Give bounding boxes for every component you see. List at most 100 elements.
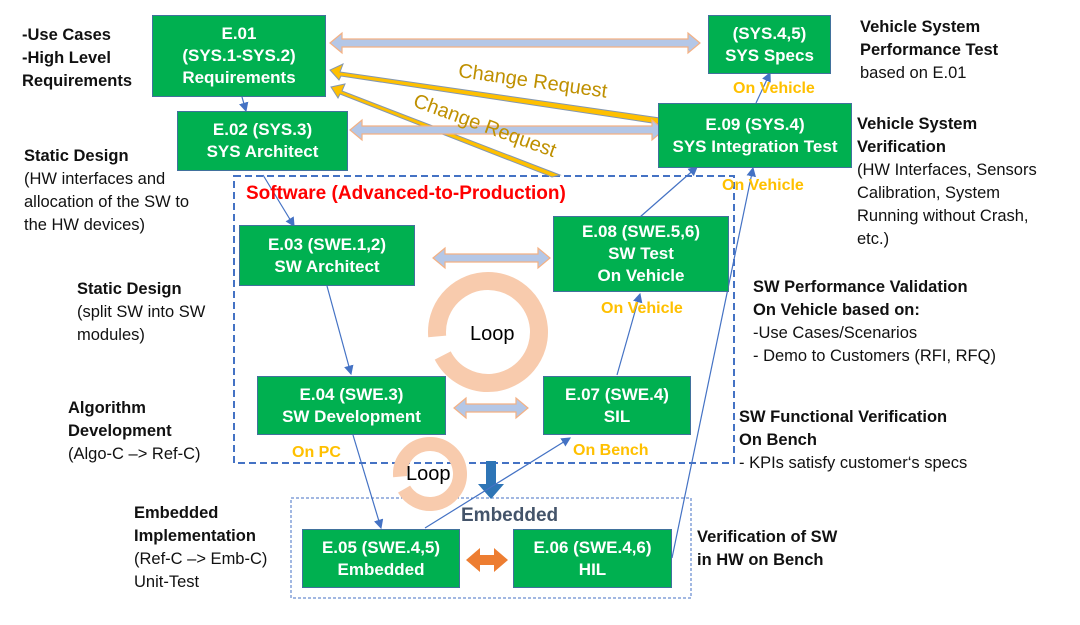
- flow-e06-e09: [671, 166, 756, 559]
- note-vehicle-perf-t2: Performance Test: [860, 41, 999, 59]
- note-static-design-sys-l2: allocation of the SW to: [24, 193, 190, 211]
- note-algorithm-t2: Development: [68, 422, 172, 440]
- tag-on-pc: On PC: [292, 444, 341, 461]
- change-request-arrow-2: [330, 83, 562, 178]
- note-embedded-impl-l2: Unit-Test: [134, 573, 200, 591]
- box-sys45-line1: (SYS.4,5): [732, 23, 807, 43]
- note-vehicle-verif-l2: Calibration, System: [857, 184, 1001, 202]
- note-vehicle-verif-l1: (HW Interfaces, Sensors: [857, 161, 1037, 179]
- box-e03-sw-architect[interactable]: E.03 (SWE.1,2) SW Architect: [239, 225, 415, 286]
- tag-on-bench: On Bench: [573, 442, 649, 459]
- box-e02-sys-architect[interactable]: E.02 (SYS.3) SYS Architect: [177, 111, 348, 171]
- note-use-cases-l2: -High Level: [22, 49, 111, 67]
- box-e05-line1: E.05 (SWE.4,5): [321, 537, 441, 557]
- flow-e01-e02: [239, 96, 249, 113]
- box-e01-line1: E.01: [221, 24, 257, 43]
- flow-e08-e09: [639, 166, 698, 218]
- note-sw-perf-t2: On Vehicle based on:: [753, 301, 920, 319]
- box-e07-line1: E.07 (SWE.4): [565, 384, 669, 404]
- note-sw-perf-l2: - Demo to Customers (RFI, RFQ): [753, 347, 996, 365]
- box-e09-line1: E.09 (SYS.4): [705, 114, 805, 134]
- box-e08-line2: SW Test: [608, 244, 674, 263]
- double-arrow-e05-e06: [466, 548, 508, 572]
- note-vehicle-verif-t1: Vehicle System: [857, 115, 978, 133]
- note-static-design-sys: Static Design (HW interfaces and allocat…: [24, 145, 189, 237]
- box-e02-line2: SYS Architect: [206, 142, 319, 161]
- box-e03-line2: SW Architect: [274, 256, 380, 276]
- note-static-design-sys-l1: (HW interfaces and: [24, 170, 166, 188]
- box-e05-line2: Embedded: [337, 559, 425, 579]
- note-vehicle-verif-t2: Verification: [857, 138, 946, 156]
- loop-label-1: Loop: [470, 323, 515, 345]
- down-arrow-to-embedded: [478, 461, 504, 499]
- loop-ring-small: [392, 437, 467, 511]
- change-request-arrow-1: [329, 63, 661, 125]
- note-static-design-sys-l3: the HW devices): [24, 216, 146, 234]
- note-sw-func-l1: - KPIs satisfy customer‘s specs: [739, 454, 968, 472]
- box-e08-line3: On Vehicle: [597, 266, 685, 285]
- note-sw-func-t2: On Bench: [739, 431, 817, 449]
- note-sw-func: SW Functional Verification On Bench - KP…: [739, 406, 967, 475]
- tag-on-vehicle-e09: On Vehicle: [722, 177, 804, 194]
- note-vehicle-verif-l3: Running without Crash,: [857, 207, 1029, 225]
- note-embedded-impl-t2: Implementation: [134, 527, 256, 545]
- note-hw-verif: Verification of SW in HW on Bench: [697, 526, 837, 572]
- note-algorithm-l1: (Algo-C –> Ref-C): [68, 445, 201, 463]
- note-embedded-impl: Embedded Implementation (Ref-C –> Emb-C)…: [134, 502, 267, 594]
- box-e08-line1: E.08 (SWE.5,6): [581, 222, 701, 241]
- box-e06-hil[interactable]: E.06 (SWE.4,6) HIL: [513, 529, 672, 588]
- software-frame-title: Software (Advanced-to-Production): [246, 183, 566, 204]
- note-vehicle-perf-l1: based on E.01: [860, 64, 967, 82]
- box-e06-line2: HIL: [578, 559, 607, 579]
- note-sw-perf-t1: SW Performance Validation: [753, 278, 968, 296]
- tag-on-vehicle-e08: On Vehicle: [601, 300, 683, 317]
- loop-ring-large: [428, 272, 548, 392]
- tag-on-vehicle-sys45: On Vehicle: [733, 80, 815, 97]
- software-frame: [233, 175, 735, 464]
- box-e01-requirements[interactable]: E.01 (SYS.1-SYS.2) Requirements: [152, 15, 326, 97]
- box-e04-sw-development[interactable]: E.04 (SWE.3) SW Development: [257, 376, 446, 435]
- embedded-frame-title: Embedded: [461, 505, 559, 526]
- note-use-cases: -Use Cases -High Level Requirements: [22, 24, 132, 93]
- note-hw-verif-t2: in HW on Bench: [697, 551, 824, 569]
- box-e09-sys-integration-test[interactable]: E.09 (SYS.4) SYS Integration Test: [658, 103, 852, 168]
- note-algorithm-t1: Algorithm: [68, 399, 146, 417]
- box-e04-line1: E.04 (SWE.3): [299, 384, 404, 404]
- note-sw-perf-l1: -Use Cases/Scenarios: [753, 324, 918, 342]
- note-sw-func-t1: SW Functional Verification: [739, 408, 948, 426]
- box-sys45-line2: SYS Specs: [725, 45, 814, 65]
- flow-e07-e08: [616, 292, 643, 376]
- double-arrow-e04-e07: [453, 396, 529, 420]
- flow-e04-e05: [352, 434, 384, 530]
- double-arrow-e03-e08: [432, 246, 551, 270]
- flow-e02-e03: [262, 174, 295, 228]
- box-e07-line2: SIL: [603, 406, 631, 426]
- note-static-design-sys-title: Static Design: [24, 147, 129, 165]
- note-hw-verif-t1: Verification of SW: [697, 528, 838, 546]
- box-e01-line2: (SYS.1-SYS.2): [182, 46, 296, 65]
- note-vehicle-verif: Vehicle System Verification (HW Interfac…: [857, 113, 1037, 251]
- box-e07-sil[interactable]: E.07 (SWE.4) SIL: [543, 376, 691, 435]
- note-static-design-sw-l2: modules): [77, 326, 145, 344]
- note-sw-perf: SW Performance Validation On Vehicle bas…: [753, 276, 996, 368]
- note-static-design-sw-l1: (split SW into SW: [77, 303, 206, 321]
- note-static-design-sw-title: Static Design: [77, 280, 182, 298]
- note-use-cases-l1: -Use Cases: [22, 26, 111, 44]
- box-e04-line2: SW Development: [282, 406, 421, 426]
- box-e03-line1: E.03 (SWE.1,2): [267, 234, 387, 254]
- box-e08-sw-test[interactable]: E.08 (SWE.5,6) SW Test On Vehicle: [553, 216, 729, 292]
- box-e09-line2: SYS Integration Test: [672, 136, 838, 156]
- flow-e03-e04: [326, 285, 354, 376]
- box-e05-embedded[interactable]: E.05 (SWE.4,5) Embedded: [302, 529, 460, 588]
- note-vehicle-perf: Vehicle System Performance Test based on…: [860, 16, 998, 85]
- note-vehicle-verif-l4: etc.): [857, 230, 890, 248]
- note-embedded-impl-l1: (Ref-C –> Emb-C): [134, 550, 268, 568]
- box-e01-line3: Requirements: [182, 68, 296, 87]
- flow-e05-e07: [424, 437, 572, 529]
- note-embedded-impl-t1: Embedded: [134, 504, 219, 522]
- double-arrow-e01-sys45: [329, 31, 701, 55]
- note-static-design-sw: Static Design (split SW into SW modules): [77, 278, 205, 347]
- box-sys-specs[interactable]: (SYS.4,5) SYS Specs: [708, 15, 831, 74]
